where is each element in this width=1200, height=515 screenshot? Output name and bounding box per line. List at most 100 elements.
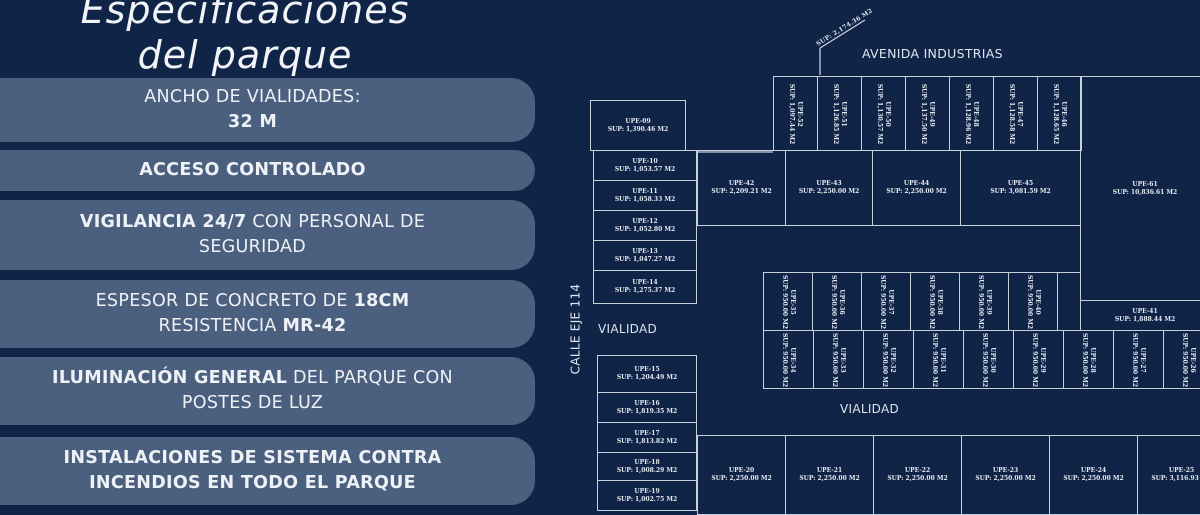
spec-line: RESISTENCIA MR-42 [159,314,347,339]
lot-area: SUP: 3,116.93 M2 [1151,475,1200,482]
lot-id: UPE-38 [936,288,944,315]
lot-id: UPE-22 [904,467,931,474]
lot-area: SUP: 1,002.75 M2 [616,495,678,503]
lot-area: SUP: 1,008.29 M2 [616,466,678,474]
lot-id: UPE-42 [728,180,755,187]
lot-area: SUP: 1,137.50 M2 [920,83,928,144]
lot-area: SUP: 950.00 M2 [831,332,839,387]
lot-id: UPE-39 [985,288,993,315]
road-avenida-industrias: AVENIDA INDUSTRIAS [862,46,1003,61]
lot-area: SUP: 950.00 M2 [879,274,887,329]
lot-id: UPE-15 [634,366,660,373]
spec-text: ILUMINACIÓN GENERAL DEL PARQUE CON POSTE… [20,366,485,416]
lot-area: SUP: 1,053.57 M2 [614,165,676,173]
lot-id: UPE-41 [1132,307,1158,315]
lot-id: UPE-40 [1034,288,1042,315]
lot-area: SUP: 950.00 M2 [1031,332,1039,387]
spec-normal: ESPESOR DE CONCRETO DE [95,291,354,311]
lot-area: SUP: 2,250.00 M2 [798,188,860,195]
lot-id: UPE-33 [839,346,847,373]
lot-id: UPE-49 [928,100,936,127]
spec-normal: RESISTENCIA [158,316,283,336]
lot-area: SUP: 950.00 M2 [781,332,789,387]
spec-text: INSTALACIONES DE SISTEMA CONTRA INCENDIO… [63,448,442,493]
lot-area: SUP: 10,836.61 M2 [1112,188,1178,196]
road-calle-eje-114: CALLE EJE 114 [568,283,583,375]
spec-bold: ILUMINACIÓN GENERAL [52,368,288,388]
lot-area: SUP: 1,204.49 M2 [616,374,678,381]
lot-id: UPE-32 [889,346,897,373]
spec-concrete: ESPESOR DE CONCRETO DE 18CM RESISTENCIA … [0,280,535,348]
lot-id: UPE-46 [1060,100,1068,127]
title-line-2: del parque [137,33,353,77]
lot-id: UPE-20 [728,467,755,474]
lot-area: SUP: 2,250.00 M2 [975,475,1036,482]
lot-area: SUP: 950.00 M2 [928,274,936,329]
spec-bold: 18CM [353,291,410,311]
access-line [819,19,866,49]
lot-area: SUP: 1,130.57 M2 [876,83,884,144]
lot-id: UPE-37 [887,288,895,315]
lot-id: UPE-21 [816,467,843,474]
lot-area: SUP: 1,128.65 M2 [1052,83,1060,144]
lot-area: SUP: 950.00 M2 [1131,332,1139,387]
lot-id: UPE-30 [989,346,997,373]
spec-access: ACCESO CONTROLADO [0,150,535,191]
lot-id: UPE-18 [634,458,660,466]
lot-id: UPE-35 [789,288,797,315]
title-line-1: Especificaciones [80,0,410,32]
lot-area: SUP: 2,250.00 M2 [886,188,947,195]
lot-area: SUP: 1,390.46 M2 [607,125,669,133]
lot-id: UPE-24 [1080,467,1107,474]
lot-id: UPE-09 [625,117,651,125]
lot-area: SUP: 950.00 M2 [1181,332,1189,387]
lot-area: SUP: 3,081.59 M2 [990,188,1051,195]
lot-area: SUP: 950.00 M2 [881,332,889,387]
lot-area: SUP: 1,128.96 M2 [964,83,972,144]
lot-area: SUP: 1,128.58 M2 [1008,83,1016,144]
lot-id: UPE-27 [1139,346,1147,373]
lot-id: UPE-36 [838,288,846,315]
